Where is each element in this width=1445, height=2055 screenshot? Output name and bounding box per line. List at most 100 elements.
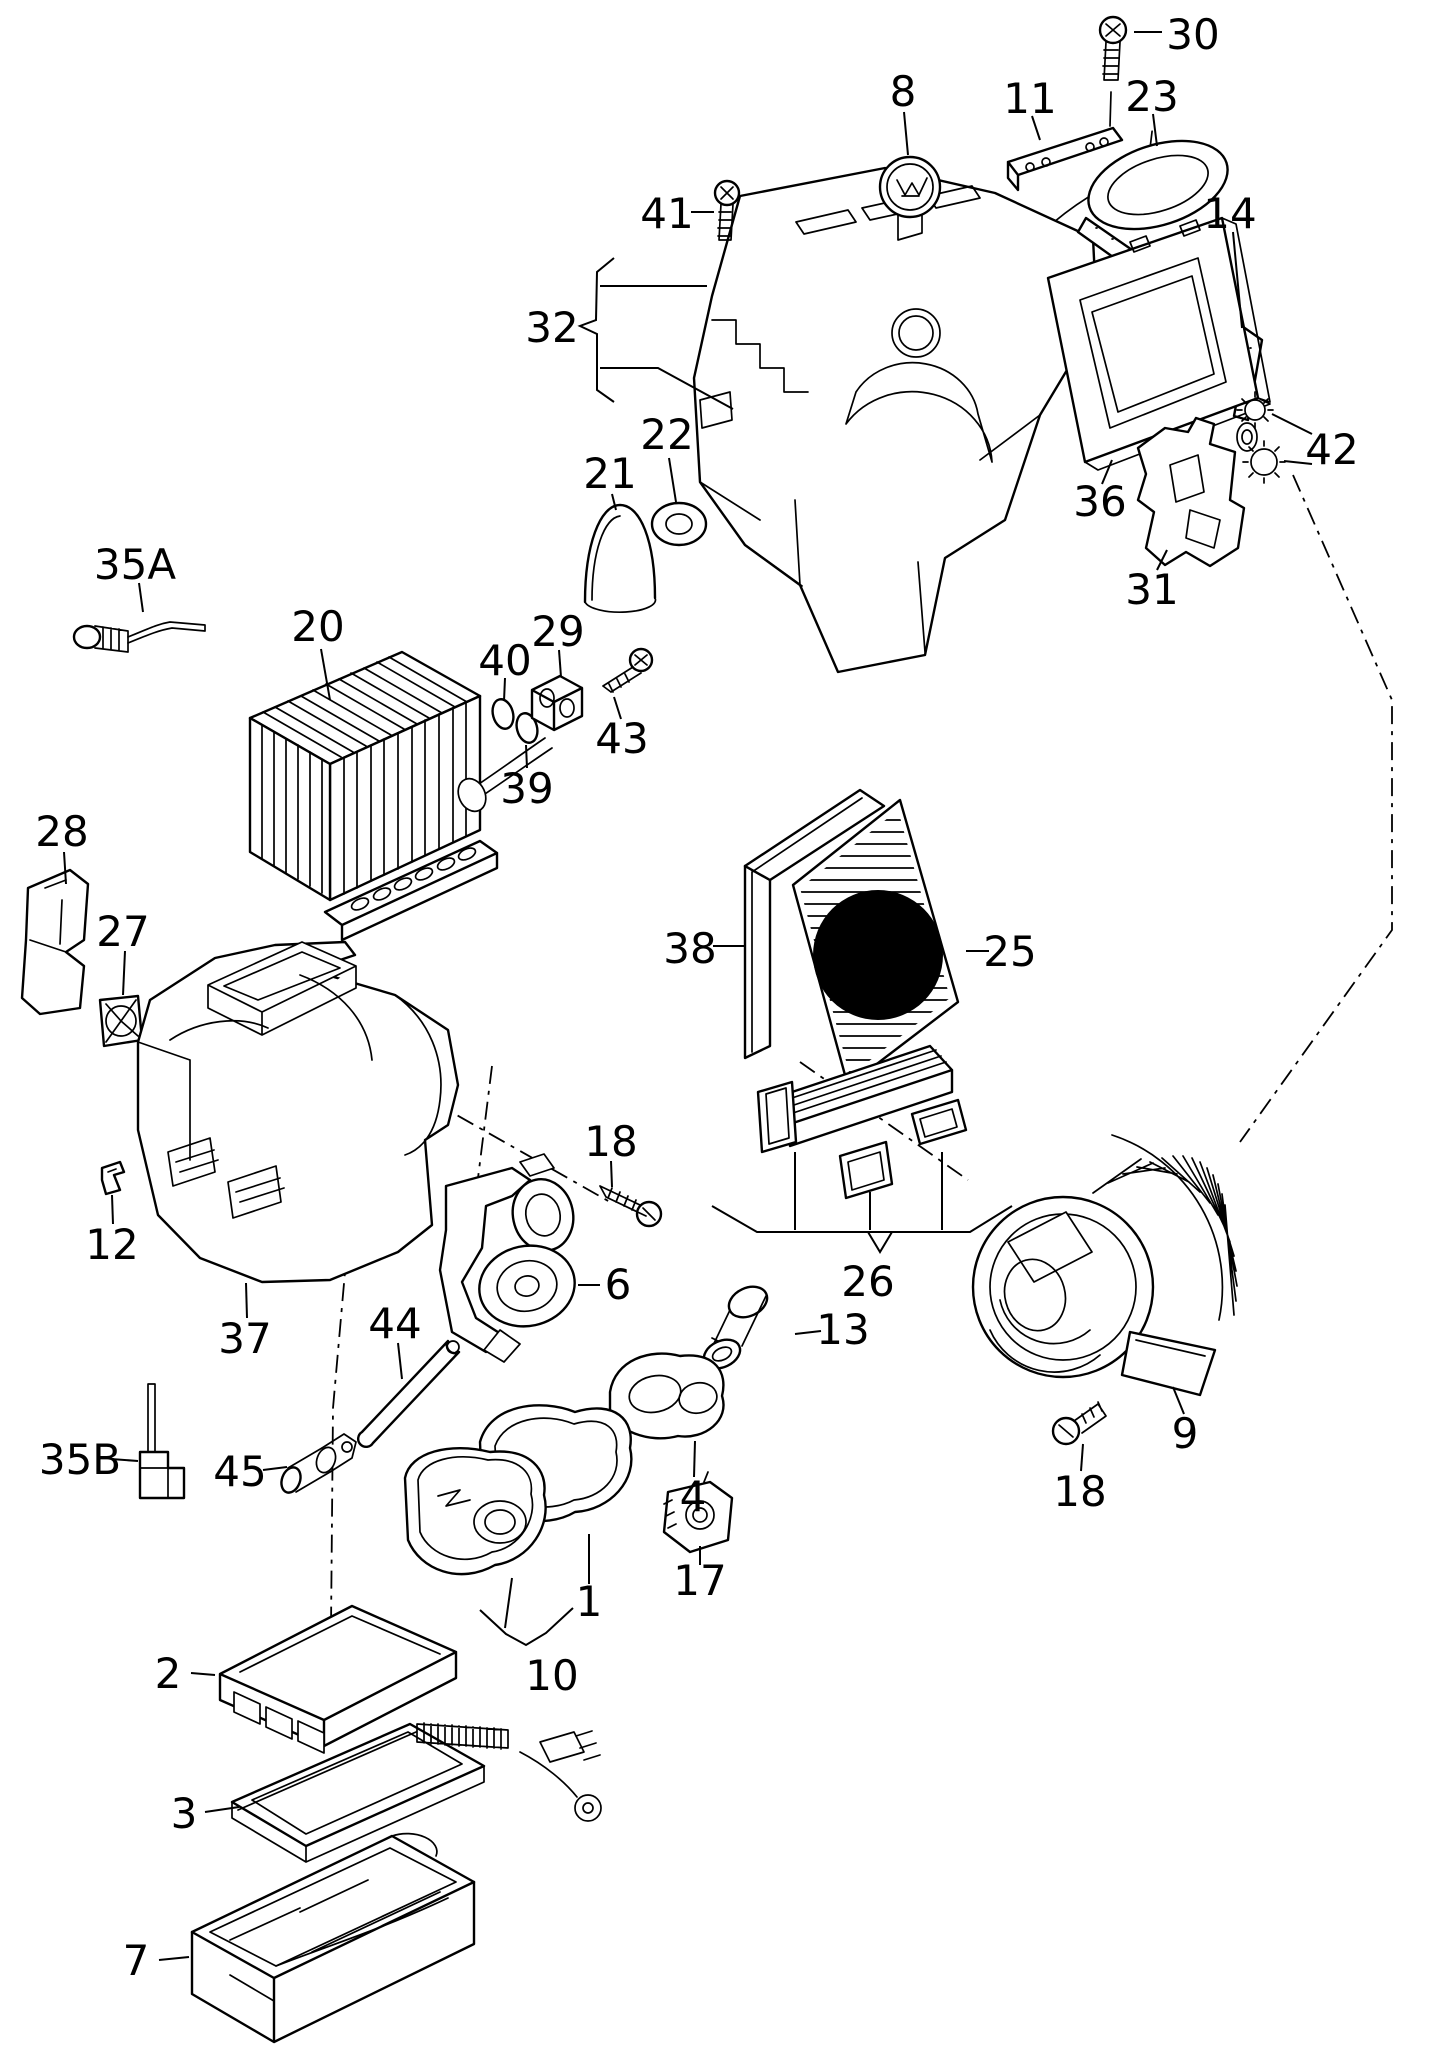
screw-cross	[720, 186, 734, 200]
gear	[1250, 448, 1278, 476]
screw-shaft	[602, 666, 642, 693]
bore	[539, 688, 555, 708]
screw-slot	[1058, 1424, 1074, 1438]
leader-13	[794, 1330, 822, 1335]
part-35A-sensor	[72, 621, 206, 653]
callout-22[interactable]: 22	[640, 410, 693, 459]
callout-14[interactable]: 14	[1203, 189, 1256, 238]
rim	[190, 1834, 476, 1980]
callout-23[interactable]: 23	[1125, 72, 1178, 121]
axis-line	[1109, 91, 1112, 127]
lid-line	[239, 1615, 441, 1673]
part-10-seal	[403, 1447, 547, 1576]
callout-30[interactable]: 30	[1166, 10, 1219, 59]
boss	[1236, 422, 1258, 452]
gear-hub	[514, 1275, 540, 1297]
gear-housing-lower	[478, 1244, 576, 1328]
callout-8[interactable]: 8	[890, 67, 917, 116]
callout-37[interactable]: 37	[218, 1314, 271, 1363]
detail	[29, 879, 67, 953]
part-21-dome-cap	[583, 503, 657, 614]
collar	[315, 1446, 337, 1474]
callout-3[interactable]: 3	[171, 1789, 198, 1838]
callout-6[interactable]: 6	[605, 1260, 632, 1309]
callout-7[interactable]: 7	[123, 1936, 150, 1985]
part-23-oval-seal	[1087, 130, 1229, 231]
callout-labels: 30 8 11 23 14 41 32 22 21 36 42 31 35A 2…	[35, 10, 1358, 1985]
flange	[727, 1285, 769, 1319]
filter-dark-spot	[813, 890, 943, 1020]
leader-20	[320, 648, 331, 701]
base	[584, 597, 657, 614]
boss	[685, 1500, 715, 1530]
callout-40[interactable]: 40	[478, 636, 531, 685]
callout-13[interactable]: 13	[816, 1305, 869, 1354]
leader-3	[204, 1806, 240, 1813]
screw-shaft	[1102, 41, 1121, 81]
callout-2[interactable]: 2	[155, 1649, 182, 1698]
fan-circle	[105, 1005, 137, 1037]
callout-11[interactable]: 11	[1003, 74, 1056, 123]
part-28-duct	[20, 868, 90, 1016]
notch	[1149, 130, 1153, 147]
leader-12	[111, 1194, 114, 1225]
detail	[1169, 454, 1221, 549]
screw-shaft	[717, 203, 734, 241]
callout-43[interactable]: 43	[595, 714, 648, 763]
callout-32[interactable]: 32	[525, 303, 578, 352]
hole	[1099, 137, 1109, 147]
callout-18a[interactable]: 18	[584, 1117, 637, 1166]
callout-29[interactable]: 29	[531, 607, 584, 656]
gear-teeth	[1236, 391, 1274, 429]
part-17-retainer	[662, 1471, 734, 1554]
callout-35A[interactable]: 35A	[94, 540, 176, 589]
leader-29	[558, 649, 562, 678]
callout-17[interactable]: 17	[673, 1556, 726, 1605]
emblem-opening	[891, 308, 941, 358]
callout-36[interactable]: 36	[1073, 477, 1126, 526]
callout-42[interactable]: 42	[1305, 425, 1358, 474]
callout-4[interactable]: 4	[680, 1472, 707, 1521]
part-18b-screw	[1051, 1401, 1107, 1446]
callout-1[interactable]: 1	[576, 1577, 603, 1626]
leader-39	[525, 744, 528, 769]
gear-upper-inner	[524, 1193, 562, 1237]
leader-36	[1101, 459, 1113, 485]
screw-shaft	[599, 1185, 647, 1217]
callout-35B[interactable]: 35B	[39, 1435, 121, 1484]
callout-45[interactable]: 45	[213, 1447, 266, 1496]
leader-26-lines	[794, 1152, 943, 1230]
callout-21[interactable]: 21	[583, 449, 636, 498]
leader-21	[611, 493, 617, 511]
gear-teeth	[1242, 440, 1286, 484]
callout-9[interactable]: 9	[1172, 1409, 1199, 1458]
part-35B-sensor	[138, 1383, 186, 1500]
left-fins	[261, 724, 323, 894]
callout-12[interactable]: 12	[85, 1220, 138, 1269]
callout-39[interactable]: 39	[500, 764, 553, 813]
part-12-clip	[100, 1160, 126, 1196]
callout-20[interactable]: 20	[291, 602, 344, 651]
part-22-ring	[650, 501, 708, 547]
part-39-oring	[515, 712, 539, 744]
hole	[1085, 142, 1095, 152]
callout-25[interactable]: 25	[983, 927, 1036, 976]
gear-lower-inner	[496, 1259, 558, 1313]
callout-41[interactable]: 41	[640, 189, 693, 238]
part-27-fan-frame	[98, 994, 144, 1048]
part-2-control-module	[218, 1604, 458, 1754]
callout-28[interactable]: 28	[35, 807, 88, 856]
tab	[1129, 219, 1201, 253]
callout-18b[interactable]: 18	[1053, 1467, 1106, 1516]
callout-26[interactable]: 26	[841, 1257, 894, 1306]
callout-38[interactable]: 38	[663, 924, 716, 973]
leader-22	[668, 457, 677, 503]
callout-27[interactable]: 27	[96, 907, 149, 956]
callout-10[interactable]: 10	[525, 1651, 578, 1700]
part-37-heater-box	[136, 940, 460, 1284]
seal-inner	[1107, 154, 1209, 216]
callout-31[interactable]: 31	[1125, 565, 1178, 614]
detail	[591, 515, 621, 601]
callout-44[interactable]: 44	[368, 1299, 421, 1348]
frame-left-bar	[743, 864, 772, 1060]
